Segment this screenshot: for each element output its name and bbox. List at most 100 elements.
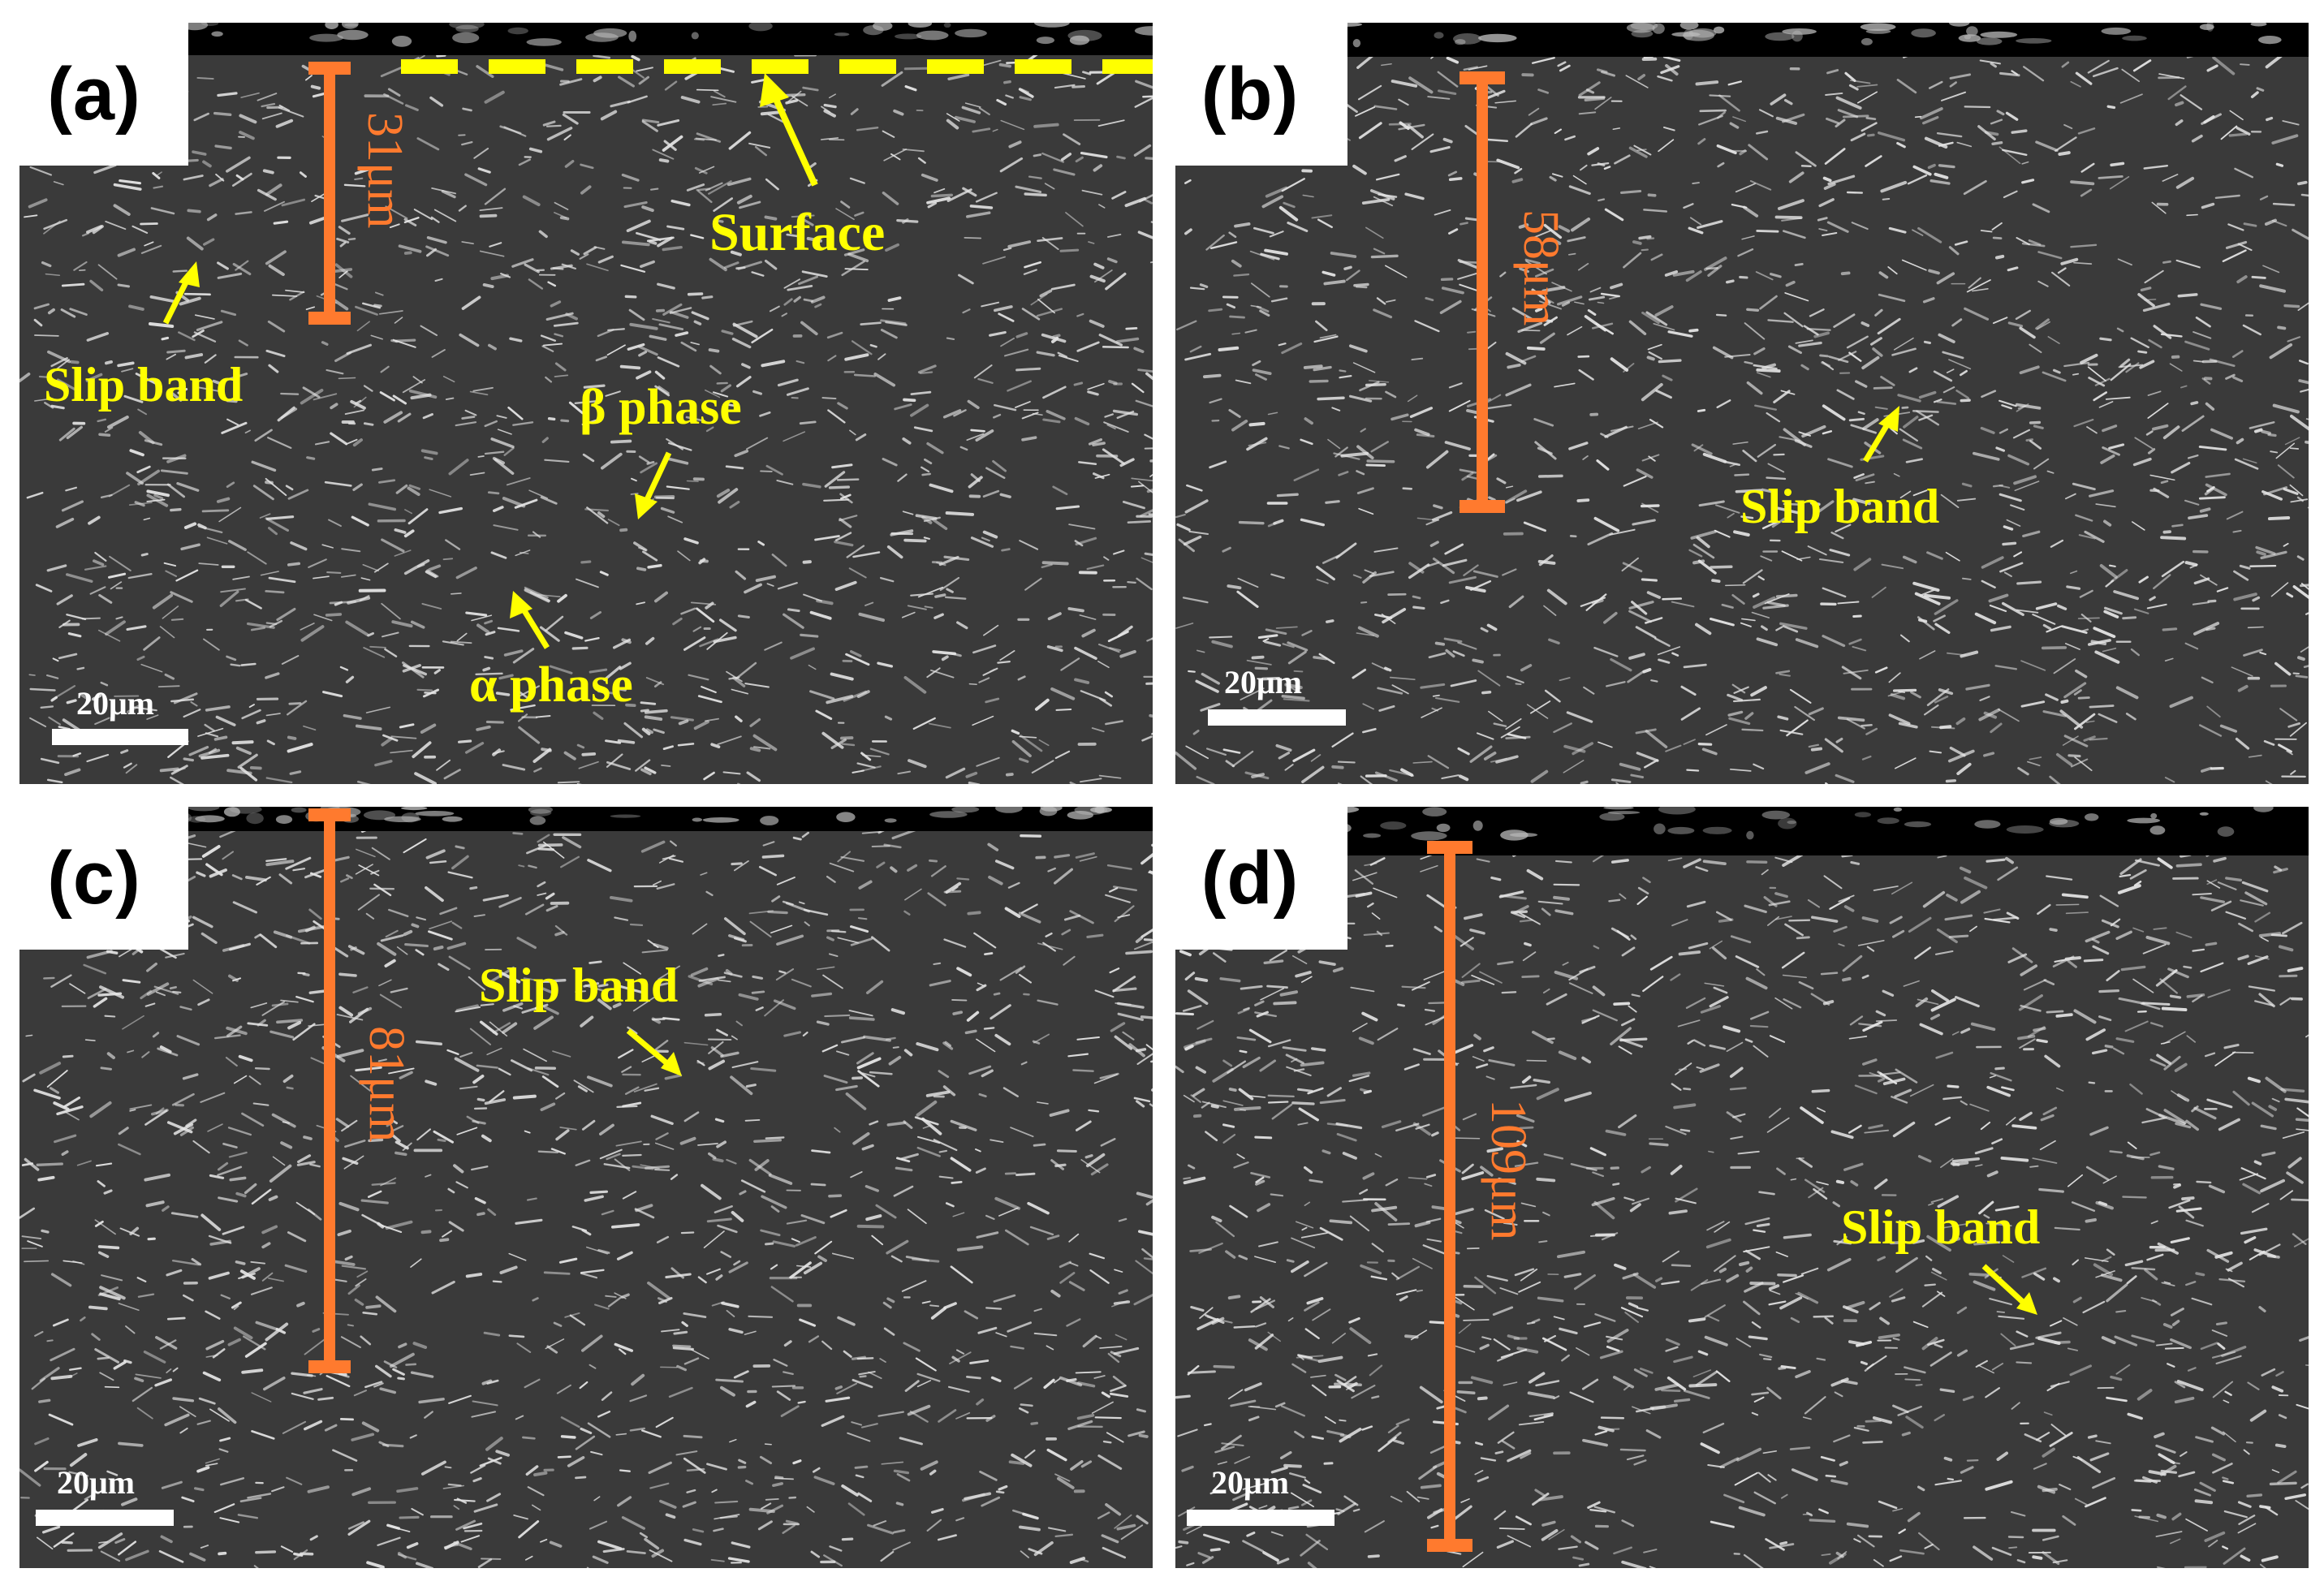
phase-particle xyxy=(2155,1444,2176,1454)
phase-particle xyxy=(338,270,348,278)
phase-particle xyxy=(2088,1081,2096,1084)
phase-particle xyxy=(2109,176,2130,190)
phase-particle xyxy=(797,1400,806,1404)
phase-particle xyxy=(1990,1072,2012,1082)
phase-particle xyxy=(1783,98,1793,106)
phase-particle xyxy=(278,873,293,885)
phase-particle xyxy=(2180,385,2188,389)
phase-particle xyxy=(28,198,48,209)
phase-particle xyxy=(926,1519,942,1532)
phase-particle xyxy=(87,988,107,1000)
phase-particle xyxy=(450,640,472,644)
phase-particle xyxy=(2043,979,2055,985)
phase-particle xyxy=(256,876,271,885)
phase-particle xyxy=(2198,445,2227,451)
phase-particle xyxy=(415,1562,434,1568)
phase-particle xyxy=(511,258,534,268)
phase-particle xyxy=(2007,321,2024,328)
phase-particle xyxy=(341,1265,367,1270)
phase-particle xyxy=(1789,1446,1811,1450)
phase-particle xyxy=(786,233,802,238)
phase-particle xyxy=(281,198,306,207)
phase-particle xyxy=(2010,504,2025,511)
phase-particle xyxy=(2184,499,2200,506)
phase-particle xyxy=(615,1140,642,1147)
phase-particle xyxy=(2016,1361,2033,1364)
phase-particle xyxy=(771,1385,796,1388)
phase-particle xyxy=(103,1189,113,1195)
phase-particle xyxy=(1645,311,1668,326)
phase-particle xyxy=(1897,394,1921,403)
phase-particle xyxy=(1331,732,1354,748)
phase-particle xyxy=(853,373,876,377)
phase-particle xyxy=(53,181,64,186)
phase-particle xyxy=(672,1347,694,1351)
phase-particle xyxy=(464,173,488,187)
phase-particle xyxy=(1231,419,1248,432)
phase-particle xyxy=(2011,70,2019,75)
phase-particle xyxy=(1865,1420,1882,1423)
phase-particle xyxy=(1808,707,1824,716)
phase-particle xyxy=(2187,1367,2197,1372)
phase-particle xyxy=(2153,574,2171,589)
phase-particle xyxy=(1114,1269,1123,1273)
phase-particle xyxy=(1749,1024,1769,1028)
phase-particle xyxy=(332,1449,358,1462)
scale-label-c: 20μm xyxy=(57,1464,135,1501)
phase-particle xyxy=(2002,1255,2015,1263)
phase-particle xyxy=(1783,312,1804,328)
phase-particle xyxy=(641,118,660,124)
phase-particle xyxy=(547,281,557,287)
phase-particle xyxy=(699,638,719,648)
phase-particle xyxy=(2254,1000,2274,1006)
phase-particle xyxy=(1877,1256,1886,1261)
phase-particle xyxy=(300,625,325,642)
phase-particle xyxy=(2297,302,2309,312)
phase-particle xyxy=(2278,743,2292,753)
phase-particle xyxy=(1896,141,1906,149)
phase-particle xyxy=(605,390,621,397)
phase-particle xyxy=(458,205,467,212)
phase-particle xyxy=(1486,1275,1508,1282)
phase-particle xyxy=(1038,739,1050,747)
phase-particle xyxy=(532,1297,539,1302)
phase-particle xyxy=(852,1076,863,1080)
phase-particle xyxy=(244,1183,257,1195)
phase-particle xyxy=(533,767,542,773)
phase-particle xyxy=(433,1130,454,1144)
phase-particle xyxy=(903,1049,913,1057)
phase-particle xyxy=(239,131,255,140)
phase-particle xyxy=(40,757,60,765)
phase-particle xyxy=(1275,626,1298,629)
phase-particle xyxy=(2297,656,2305,661)
phase-particle xyxy=(653,942,669,950)
phase-particle xyxy=(994,1033,1011,1046)
phase-particle xyxy=(916,1100,938,1117)
phase-particle xyxy=(398,244,422,253)
phase-particle xyxy=(363,385,373,392)
phase-particle xyxy=(2247,1076,2261,1084)
phase-particle xyxy=(601,1209,614,1216)
phase-particle xyxy=(1962,577,1972,580)
phase-particle xyxy=(378,979,392,987)
phase-particle xyxy=(2140,287,2152,292)
phase-particle xyxy=(1373,105,1398,110)
phase-particle xyxy=(587,1422,611,1438)
phase-particle xyxy=(1628,146,1648,158)
phase-particle xyxy=(196,76,214,80)
panel-label-b: (b) xyxy=(1201,52,1300,136)
phase-particle xyxy=(184,353,204,360)
phase-particle xyxy=(268,364,279,373)
surface-speck xyxy=(702,817,739,823)
phase-particle xyxy=(2057,604,2067,610)
phase-particle xyxy=(969,205,994,209)
phase-particle xyxy=(539,626,560,642)
phase-particle xyxy=(1293,670,1304,673)
phase-particle xyxy=(710,1558,725,1562)
phase-particle xyxy=(313,575,330,580)
phase-particle xyxy=(383,411,403,424)
phase-particle xyxy=(2268,1105,2278,1111)
phase-particle xyxy=(2226,511,2244,520)
phase-particle xyxy=(2259,195,2269,200)
phase-particle xyxy=(765,1498,779,1501)
